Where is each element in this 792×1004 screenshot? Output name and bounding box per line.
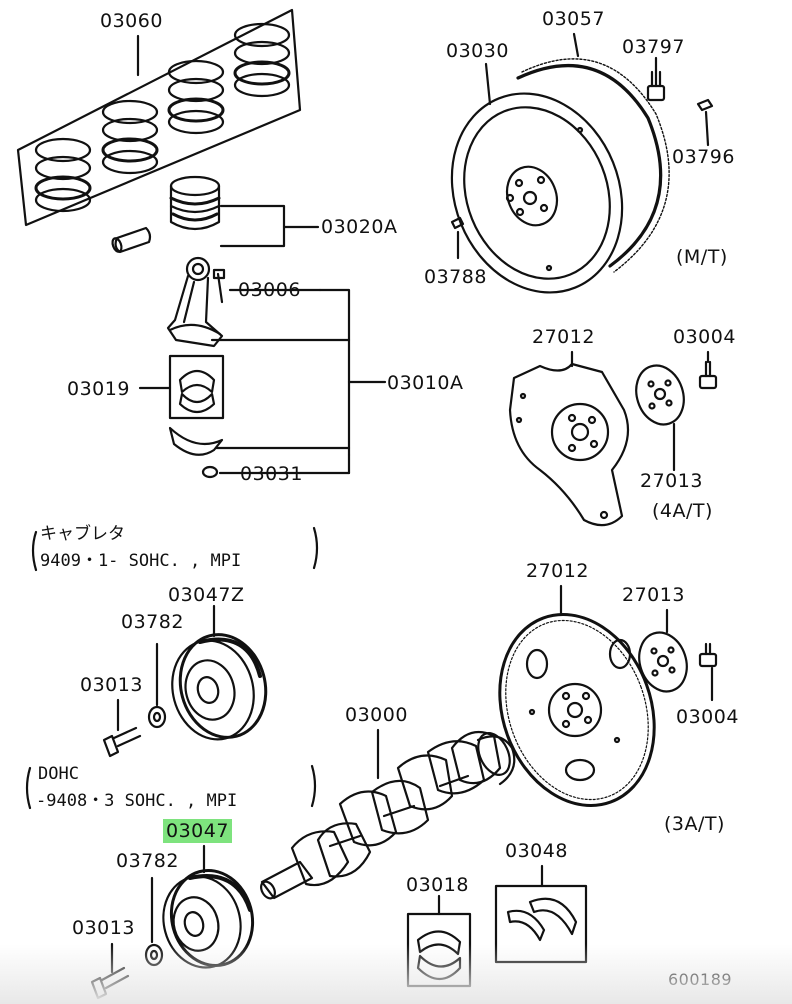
- connecting-rod[interactable]: [166, 256, 387, 475]
- washer-upper[interactable]: [147, 642, 167, 729]
- label-drive-plate-3at[interactable]: 27012: [526, 560, 589, 582]
- dowel-pin-upper[interactable]: [696, 98, 714, 147]
- label-damper-upper[interactable]: 03047Z: [168, 584, 245, 606]
- label-adapter-plate-4at[interactable]: 27012: [532, 326, 595, 348]
- label-pin-lower[interactable]: 03788: [424, 266, 487, 288]
- rod-bearing-box[interactable]: [138, 354, 225, 420]
- rod-cap[interactable]: [168, 426, 224, 479]
- label-main-bearing[interactable]: 03018: [406, 874, 469, 896]
- label-mt-note: (M/T): [676, 246, 728, 268]
- ring-gear[interactable]: [516, 32, 670, 273]
- bolt-4at[interactable]: [698, 350, 718, 390]
- drive-plate-3at[interactable]: [474, 584, 680, 827]
- flywheel-bolt[interactable]: [646, 56, 666, 102]
- upper-note-line1: キャブレタ: [40, 524, 125, 544]
- label-flywheel[interactable]: 03030: [446, 40, 509, 62]
- flywheel[interactable]: [423, 62, 651, 318]
- label-bolt-lower[interactable]: 03013: [72, 917, 135, 939]
- piston-assembly[interactable]: [111, 175, 320, 254]
- label-rod-bolt[interactable]: 03006: [238, 279, 301, 301]
- crank-pulley-upper[interactable]: [161, 604, 277, 749]
- label-piston[interactable]: 03020A: [321, 216, 398, 238]
- piston-rings-set[interactable]: [16, 8, 302, 227]
- flex-plate-4at[interactable]: [629, 359, 691, 472]
- label-bolt-3at[interactable]: 03004: [676, 706, 739, 728]
- lower-note-bracket: [25, 764, 317, 810]
- label-3at-note: (3A/T): [664, 813, 725, 835]
- label-bolt-upper[interactable]: 03013: [80, 674, 143, 696]
- label-4at-note: (4A/T): [652, 500, 713, 522]
- label-rings-set[interactable]: 03060: [100, 10, 163, 32]
- upper-note-line2: 9409・1- SOHC. , MPI: [40, 551, 242, 571]
- bottom-fade: [0, 944, 792, 1004]
- crankshaft[interactable]: [258, 728, 516, 901]
- lower-note-line1: DOHC: [38, 764, 79, 784]
- upper-note-bracket: [31, 526, 319, 572]
- label-plate-3at[interactable]: 27013: [622, 584, 685, 606]
- label-rod-nut[interactable]: 03031: [240, 463, 303, 485]
- adapter-plate-4at[interactable]: [508, 350, 630, 527]
- label-plate-4at[interactable]: 27013: [640, 470, 703, 492]
- damper-lower-highlight: 03047: [163, 819, 232, 843]
- label-crankshaft[interactable]: 03000: [345, 704, 408, 726]
- dowel-pin-lower[interactable]: [450, 216, 465, 260]
- label-pin-upper[interactable]: 03796: [672, 146, 735, 168]
- label-flywheel-bolt[interactable]: 03797: [622, 36, 685, 58]
- label-washer-upper[interactable]: 03782: [121, 611, 184, 633]
- label-con-rod-assy[interactable]: 03010A: [387, 372, 464, 394]
- label-ring-gear[interactable]: 03057: [542, 8, 605, 30]
- label-washer-lower[interactable]: 03782: [116, 850, 179, 872]
- label-thrust-bearing[interactable]: 03048: [505, 840, 568, 862]
- label-bolt-4at[interactable]: 03004: [673, 326, 736, 348]
- flex-plate-3at[interactable]: [632, 608, 694, 698]
- label-damper-lower[interactable]: 03047: [163, 819, 232, 843]
- label-rod-bearing[interactable]: 03019: [67, 378, 130, 400]
- bolt-3at[interactable]: [698, 642, 718, 702]
- lower-note-line2: -9408・3 SOHC. , MPI: [36, 791, 238, 811]
- bolt-upper[interactable]: [102, 698, 142, 758]
